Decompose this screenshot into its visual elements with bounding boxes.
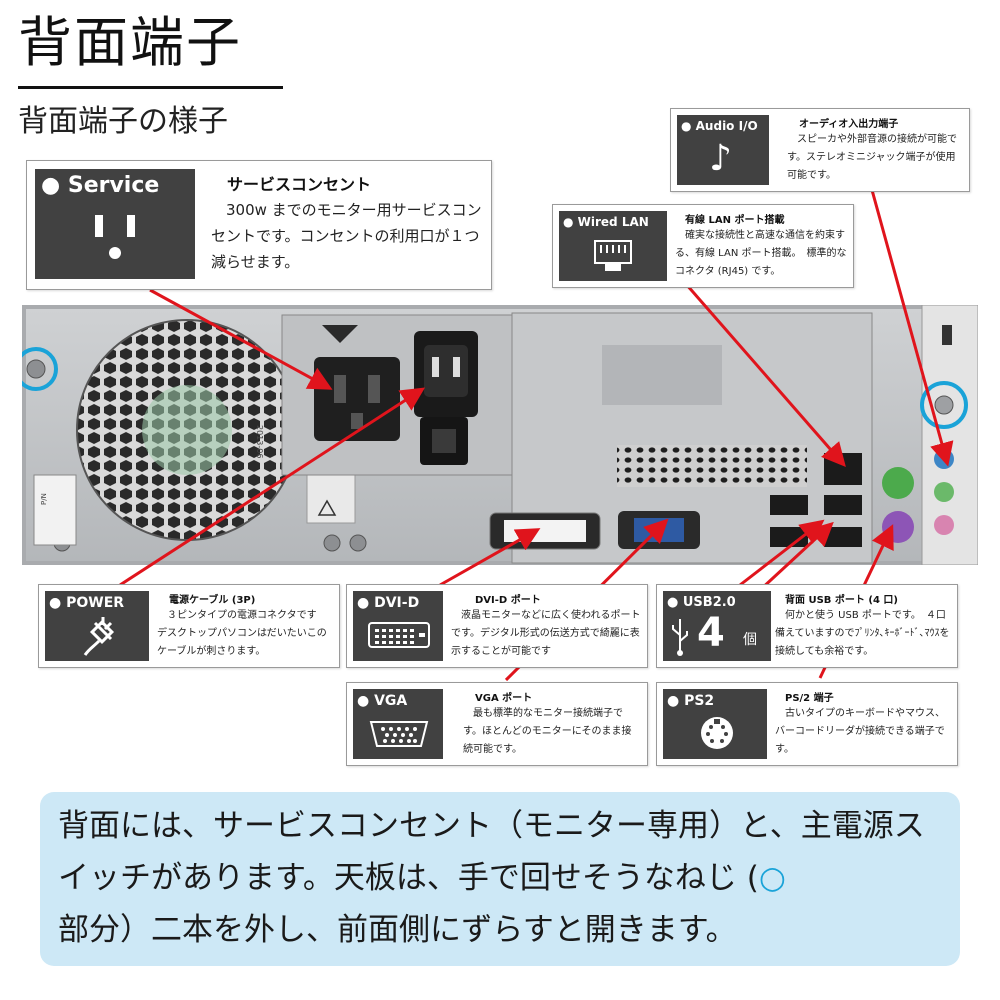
audio-heading: オーディオ入出力端子: [799, 119, 899, 130]
vga-port-icon: [369, 721, 429, 747]
music-note-icon: ♪: [709, 138, 732, 179]
dvi-tile-label: ● DVI-D: [357, 595, 420, 611]
dvi-port-icon: [368, 622, 430, 648]
power-callout: ● POWER 電源ケーブル (3P) ３ピンタイプの電源コネクタです デスクト…: [38, 584, 340, 668]
ethernet-port-icon: [594, 240, 632, 271]
page-title: 背面端子: [18, 11, 242, 74]
service-heading: サービスコンセント: [227, 175, 372, 194]
usb-tile-label: ● USB2.0: [667, 595, 736, 610]
dvi-body: 液晶モニターなどに広く使われるポートです。デジタル形式の伝送方式で綺麗に表示する…: [451, 610, 641, 657]
audio-tile-label: ● Audio I/O: [681, 119, 758, 133]
usb-body: 何かと使う USB ポートです。 ４口備えていますのでﾌﾟﾘﾝﾀ､ｷｰﾎﾞｰﾄﾞ…: [775, 610, 950, 657]
power-tile: ● POWER: [45, 591, 149, 661]
title-underline: [18, 86, 283, 89]
sticker-label: P/N: [40, 493, 48, 505]
note-box: [40, 792, 960, 966]
note-text-before: 背面には、サービスコンセント（モニター専用）と、主電源スイッチがあります。天板は…: [58, 808, 925, 896]
usb-tile: ● USB2.0 4 個: [663, 591, 771, 661]
ps2-tile: ● PS2: [663, 689, 767, 759]
dvi-heading: DVI-D ポート: [475, 595, 541, 606]
usb-count: 4: [697, 610, 725, 656]
vga-callout: ● VGA VGA ポート 最も標準的なモニター接続端子です。ほとんどのモニター…: [346, 682, 648, 766]
ps2-callout: ● PS2 PS/2 端子 古いタイプのキーボードやマウス、バーコードリーダが接…: [656, 682, 958, 766]
lan-tile-label: ● Wired LAN: [563, 215, 649, 229]
dvi-callout: ● DVI-D DVI-D ポート 液晶モニターなどに広く使われるポートです。デ…: [346, 584, 648, 668]
audio-callout: ● Audio I/O ♪ オーディオ入出力端子 スピーカや外部音源の接続が可能…: [670, 108, 970, 192]
vga-tile-label: ● VGA: [357, 693, 408, 709]
usb-count-unit: 個: [743, 632, 757, 648]
lan-callout: ● Wired LAN 有線 LAN ポート搭載 確実な接続性と高速な通信を約束…: [552, 204, 854, 288]
lan-heading: 有線 LAN ポート搭載: [685, 215, 785, 226]
vga-body: 最も標準的なモニター接続端子です。ほとんどのモニターにそのまま接続可能です。: [463, 708, 632, 755]
ps2-heading: PS/2 端子: [785, 693, 834, 704]
pc-rear-panel: P/N 2013-06: [22, 305, 978, 565]
audio-body: スピーカや外部音源の接続が可能です。ステレオミニジャック端子が使用可能です。: [787, 134, 957, 181]
vga-heading: VGA ポート: [475, 693, 533, 704]
service-tile-label: ● Service: [41, 173, 160, 198]
lan-body: 確実な接続性と高速な通信を約束する、有線 LAN ポート搭載。 標準的なコネクタ…: [675, 230, 847, 277]
power-plug-icon: [83, 617, 115, 656]
vga-tile: ● VGA: [353, 689, 443, 759]
note-text: 背面には、サービスコンセント（モニター専用）と、主電源スイッチがあります。天板は…: [58, 800, 948, 956]
dvi-tile: ● DVI-D: [353, 591, 443, 661]
service-body: 300w までのモニター用サービスコンセントです。コンセントの利用口が１つ減らせ…: [211, 201, 482, 271]
ps2-body: 古いタイプのキーボードやマウス、バーコードリーダが接続できる端子です。: [775, 708, 945, 755]
service-callout: ● Service サービスコンセント 300w までのモニター用サービスコンセ…: [26, 160, 492, 290]
usb-icon: [672, 619, 688, 656]
screw-circle-mark: ○: [758, 860, 786, 896]
usb-heading: 背面 USB ポート (4 口): [785, 595, 898, 606]
audio-tile: ● Audio I/O ♪: [677, 115, 769, 185]
note-text-after: 部分）二本を外し、前面側にずらすと開きます。: [58, 912, 737, 948]
power-body: ３ピンタイプの電源コネクタです デスクトップパソコンはだいたいこのケーブルが刺さ…: [157, 610, 327, 657]
power-heading: 電源ケーブル (3P): [169, 595, 256, 606]
service-tile: ● Service: [35, 169, 195, 279]
page-subtitle: 背面端子の様子: [18, 104, 228, 139]
outlet-icon: [95, 215, 135, 259]
ps2-port-icon: [701, 717, 733, 749]
date-label: 2013-06: [255, 425, 264, 458]
usb-callout: ● USB2.0 4 個 背面 USB ポート (4 口) 何かと使う USB …: [656, 584, 958, 668]
power-tile-label: ● POWER: [49, 595, 125, 611]
lan-tile: ● Wired LAN: [559, 211, 667, 281]
ps2-tile-label: ● PS2: [667, 693, 715, 709]
